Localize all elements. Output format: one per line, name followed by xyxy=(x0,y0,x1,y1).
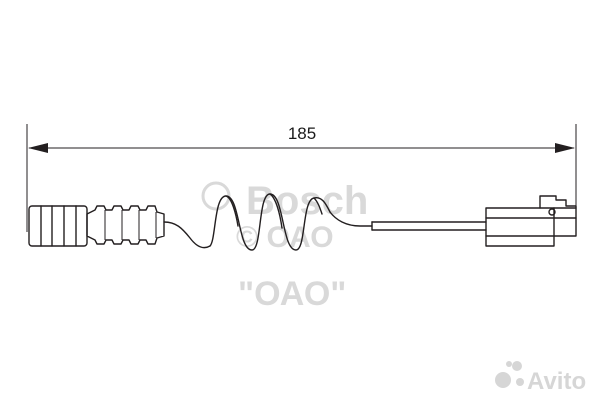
site-watermark-line2: "ОАО" xyxy=(238,275,346,313)
plug-connector xyxy=(28,205,88,247)
sensor-head xyxy=(485,195,577,247)
dimension-arrow-left-icon xyxy=(28,143,48,153)
brand-watermark-text: Bosch xyxy=(246,179,368,223)
cable-left-segment xyxy=(163,221,211,249)
sensor-probe xyxy=(371,221,487,231)
site-watermark-line1: © ОАО xyxy=(236,221,334,254)
boot-outline xyxy=(86,205,165,245)
registered-mark-icon xyxy=(201,181,231,211)
cable-right-segment xyxy=(329,211,373,227)
sensor-clip xyxy=(539,195,577,237)
dimension-annotation: 185 xyxy=(26,124,577,232)
ribbed-boot xyxy=(86,205,165,245)
avito-watermark: Avito xyxy=(495,361,586,395)
plug-body xyxy=(28,205,88,247)
sensor-head-body xyxy=(485,207,555,247)
dimension-arrow-right-icon xyxy=(555,143,575,153)
dimension-value: 185 xyxy=(288,124,316,143)
cable-coil-back xyxy=(225,193,323,229)
coiled-cable xyxy=(163,193,373,251)
avito-dot-icon xyxy=(495,372,511,388)
sensor-clip-hole xyxy=(548,208,556,216)
site-watermark: © ОАО "ОАО" xyxy=(236,221,346,313)
brand-watermark: Bosch xyxy=(201,179,368,223)
avito-logo-text: Avito xyxy=(527,368,586,395)
